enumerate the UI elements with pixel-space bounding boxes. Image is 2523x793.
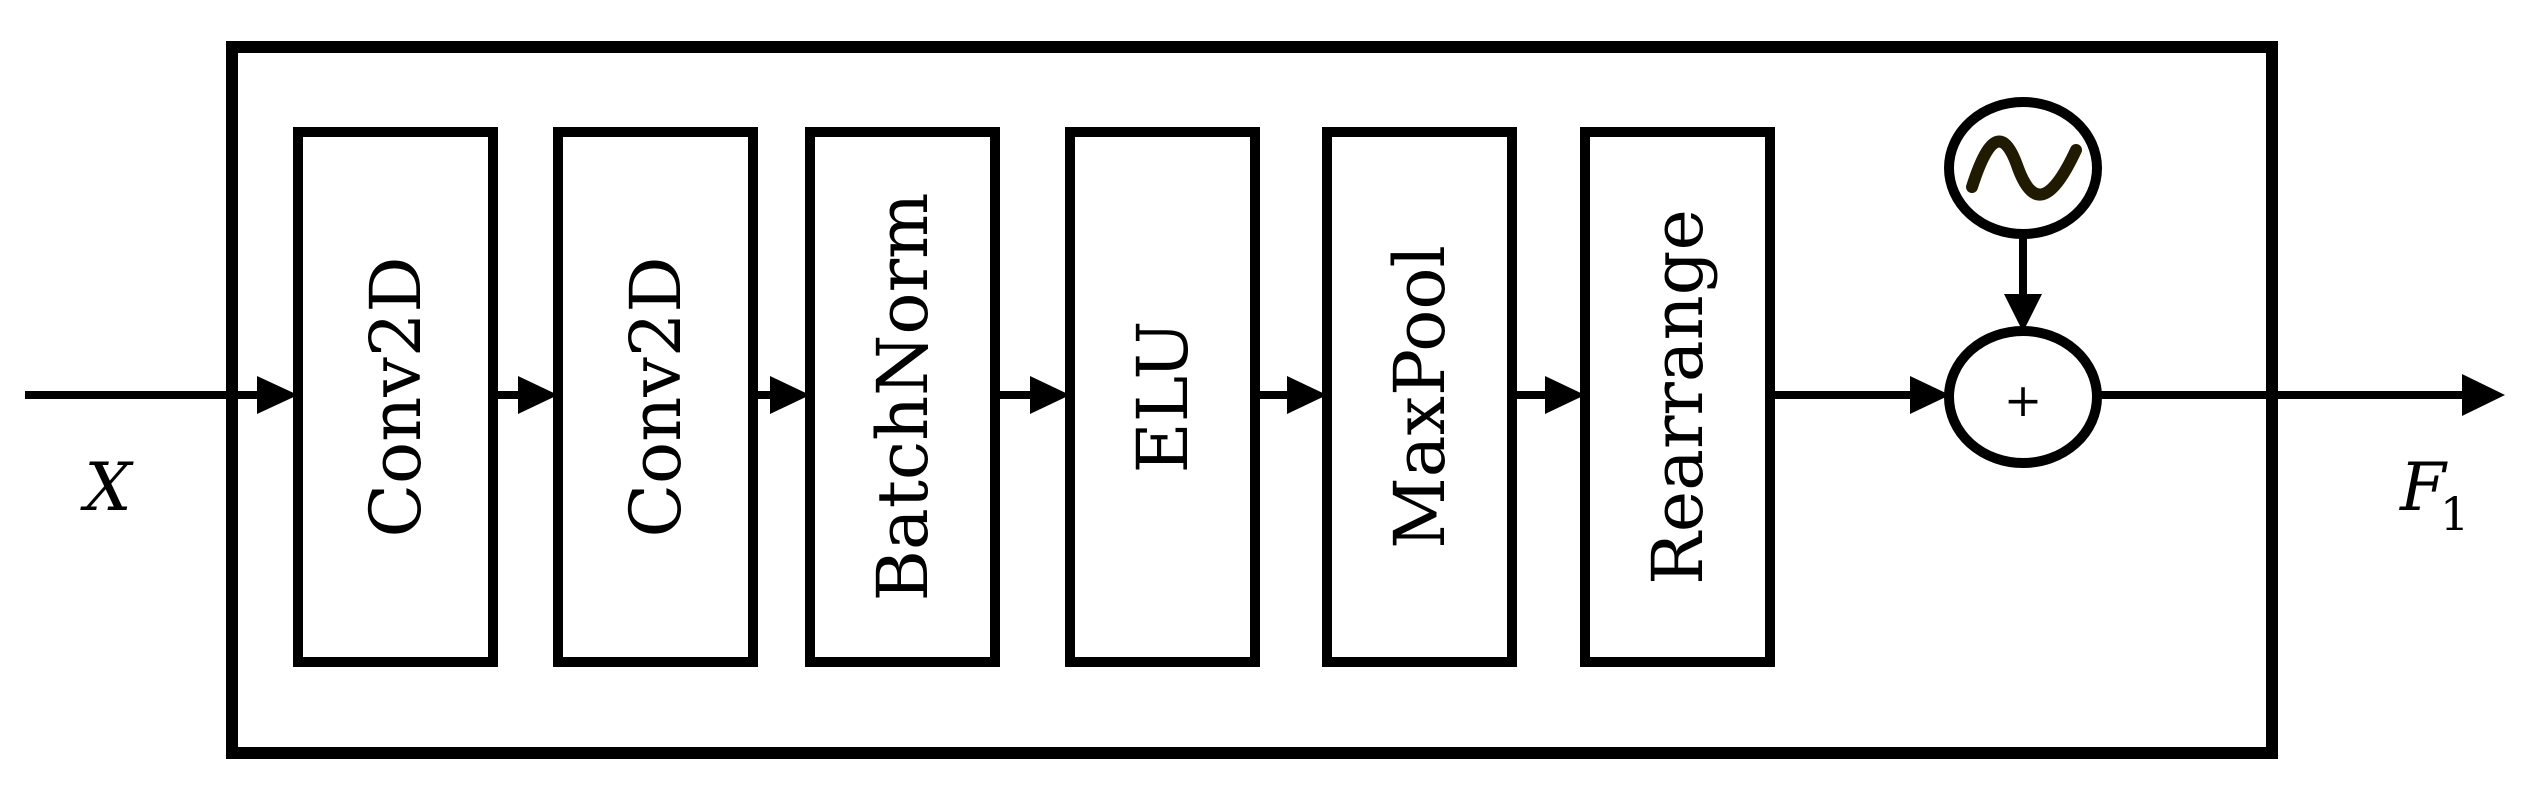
input-label: X [80,449,135,526]
adder-symbol: + [2004,373,2043,427]
adder: + [1944,326,2102,468]
block-batchnorm: BatchNorm [805,127,1000,667]
block-label: MaxPool [1379,245,1461,549]
block-conv2d-2: Conv2D [553,127,758,667]
block-label: Rearrange [1637,209,1719,585]
output-label-main: F [2399,449,2448,526]
sine-wave-icon [1944,97,2102,239]
block-maxpool: MaxPool [1322,127,1517,667]
input-arrowhead [257,376,298,414]
block-elu: ELU [1065,127,1260,667]
connector-2 [753,376,810,414]
connector-to-adder [1770,376,1950,414]
block-label: Conv2D [615,257,697,538]
module-frame [226,41,2278,759]
block-conv2d-1: Conv2D [293,127,498,667]
output-label-subscript: 1 [2440,487,2469,541]
block-rearrange: Rearrange [1580,127,1775,667]
output-connector [2097,374,2505,416]
output-label: F 1 [2399,449,2469,541]
connector-4 [1255,376,1327,414]
block-label: Conv2D [355,257,437,538]
connector-sine-to-adder [2004,234,2042,332]
block-label: ELU [1122,321,1204,474]
block-label: BatchNorm [862,193,944,602]
connector-5 [1512,376,1585,414]
connector-3 [995,376,1070,414]
connector-1 [493,376,558,414]
